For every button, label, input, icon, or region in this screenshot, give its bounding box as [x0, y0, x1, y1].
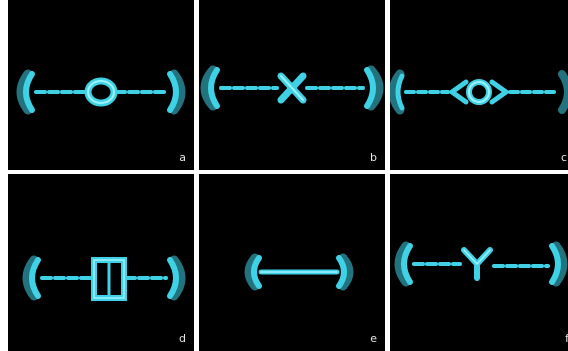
panel-label: d — [179, 332, 186, 345]
panel-e: e — [199, 174, 385, 351]
panel-b: b — [199, 0, 385, 170]
glyph-f — [394, 241, 568, 287]
glyph-d — [22, 255, 186, 301]
glyph-a — [16, 69, 186, 115]
panel-d: d — [8, 174, 194, 351]
glyph-e — [244, 253, 354, 291]
glyph-c — [390, 69, 568, 115]
panel-c: c — [390, 0, 568, 170]
panel-f: f — [390, 174, 568, 351]
panel-label: e — [370, 332, 377, 345]
panel-label: b — [370, 151, 377, 164]
panel-a: a — [8, 0, 194, 170]
panel-label: c — [560, 151, 567, 164]
panel-label: f — [565, 332, 568, 345]
panel-label: a — [179, 151, 186, 164]
glyph-b — [200, 65, 384, 111]
